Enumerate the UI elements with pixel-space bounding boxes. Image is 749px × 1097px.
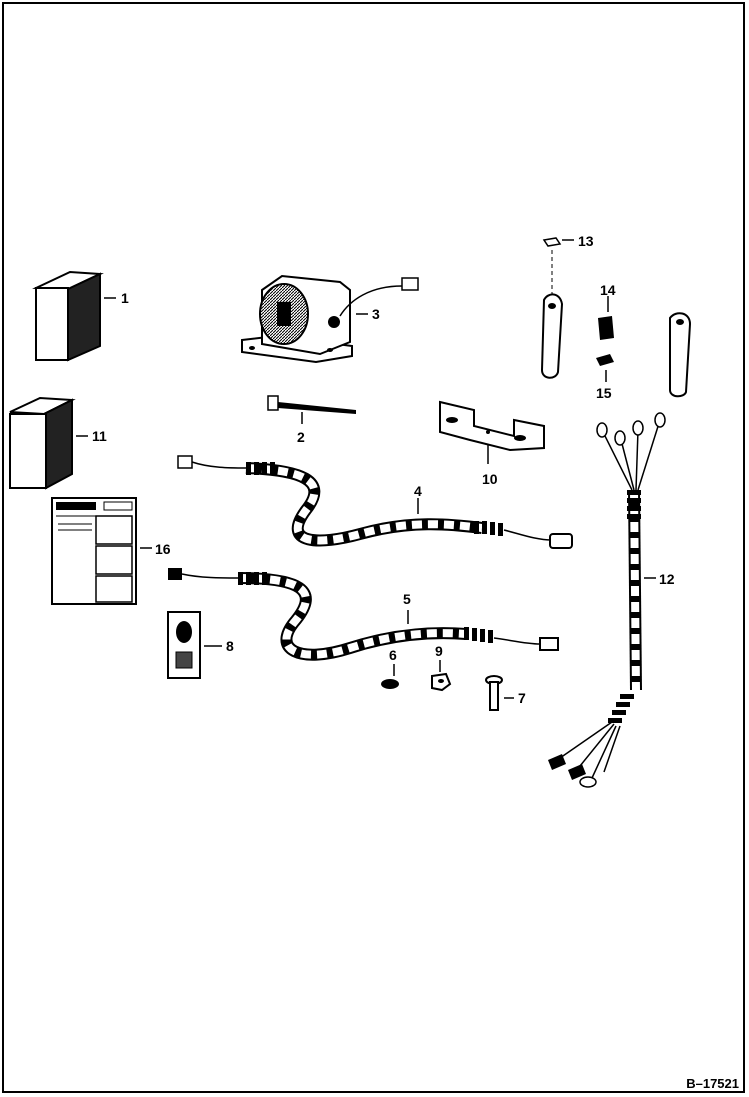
part-13-clip	[540, 237, 574, 379]
part-2-cable-tie	[267, 395, 356, 424]
part-15-terminal	[596, 354, 614, 382]
part-5-harness	[168, 568, 559, 661]
callout-4: 4	[414, 483, 422, 499]
callout-11: 11	[92, 428, 107, 444]
part-10-bracket	[439, 400, 545, 464]
callout-12: 12	[659, 571, 675, 587]
callout-7: 7	[518, 690, 526, 706]
part-16-instruction-sheet	[51, 497, 152, 605]
part-7-bolt	[485, 675, 514, 711]
part-connector-right	[669, 312, 692, 398]
callout-2: 2	[297, 429, 305, 445]
part-1-box	[32, 270, 116, 362]
part-11-box	[9, 396, 88, 490]
part-6-hardware	[381, 664, 399, 689]
part-3-backup-alarm	[241, 274, 419, 364]
part-12-harness	[548, 412, 666, 788]
callout-14: 14	[600, 282, 616, 298]
callout-3: 3	[372, 306, 380, 322]
part-4-harness	[177, 455, 573, 549]
callout-1: 1	[121, 290, 129, 306]
callout-13: 13	[578, 233, 594, 249]
callout-6: 6	[389, 647, 397, 663]
part-9-nut	[431, 660, 452, 692]
callout-10: 10	[482, 471, 498, 487]
callout-8: 8	[226, 638, 234, 654]
callout-16: 16	[155, 541, 171, 557]
part-8-decal	[167, 611, 222, 679]
callout-15: 15	[596, 385, 612, 401]
callout-9: 9	[435, 643, 443, 659]
part-14-terminal	[598, 296, 614, 340]
callout-5: 5	[403, 591, 411, 607]
figure-reference: B–17521	[686, 1076, 739, 1091]
